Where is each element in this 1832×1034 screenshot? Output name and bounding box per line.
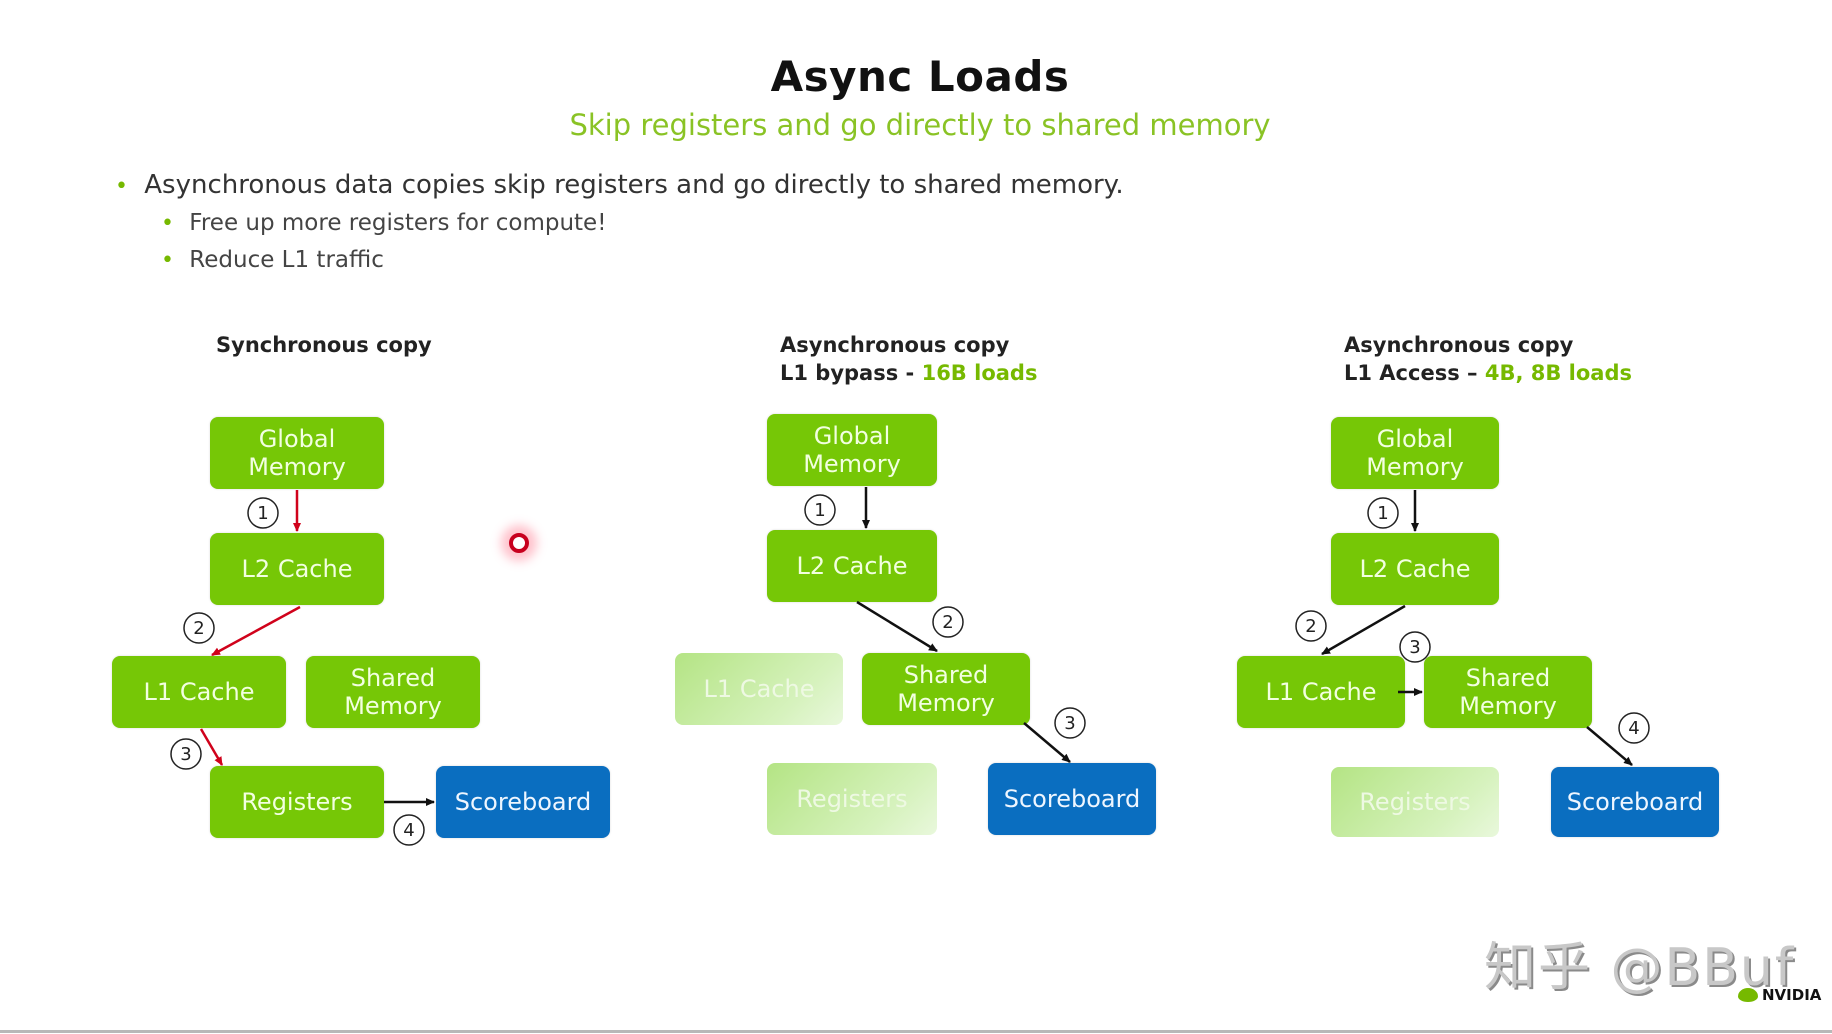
arrow-l2-to-l1: [211, 605, 301, 657]
arrow-l1-to-registers: [199, 728, 224, 766]
slide-title: Async Loads: [770, 52, 1070, 101]
box-label: Global Memory: [248, 425, 346, 481]
box-l2-cache: L2 Cache: [1331, 533, 1499, 605]
bullet-text: Asynchronous data copies skip registers …: [144, 170, 1124, 200]
panel-heading-async-access: Asynchronous copy L1 Access – 4B, 8B loa…: [1344, 331, 1632, 387]
bullet-text: Reduce L1 traffic: [189, 247, 384, 273]
box-l1-cache-bypassed: L1 Cache: [675, 653, 843, 725]
box-l1-cache: L1 Cache: [1237, 656, 1405, 728]
box-shared-memory: Shared Memory: [1424, 656, 1592, 728]
box-label: L1 Cache: [143, 678, 255, 706]
box-label: Shared Memory: [344, 664, 442, 720]
step-number: 3: [1064, 713, 1075, 734]
heading-prefix: L1 Access –: [1344, 361, 1485, 385]
step-number: 4: [403, 820, 414, 841]
nvidia-logo: NVIDIA: [1738, 986, 1821, 1004]
panel-heading-line2: L1 Access – 4B, 8B loads: [1344, 359, 1632, 387]
box-l2-cache: L2 Cache: [767, 530, 937, 602]
box-label: Registers: [796, 785, 908, 813]
bullet-item: • Asynchronous data copies skip register…: [115, 170, 1124, 200]
heading-highlight: 4B, 8B loads: [1484, 361, 1632, 385]
step-circle: 4: [1618, 712, 1650, 744]
step-number: 4: [1628, 718, 1639, 739]
bullet-dot-icon: •: [161, 248, 174, 273]
box-label: L1 Cache: [703, 675, 815, 703]
step-circle: 2: [183, 612, 215, 644]
box-label: Scoreboard: [1566, 788, 1704, 816]
box-label: L2 Cache: [1359, 555, 1471, 583]
arrow-l2-to-shared: [856, 600, 938, 653]
step-circle: 1: [804, 494, 836, 526]
step-number: 1: [257, 503, 268, 524]
step-number: 1: [814, 500, 825, 521]
arrow-shared-to-scoreboard: [1023, 722, 1071, 763]
box-label: L1 Cache: [1265, 678, 1377, 706]
box-registers-bypassed: Registers: [1331, 767, 1499, 837]
heading-highlight: 16B loads: [921, 361, 1038, 385]
bullet-dot-icon: •: [115, 174, 128, 199]
box-scoreboard: Scoreboard: [436, 766, 610, 838]
step-circle: 1: [1367, 497, 1399, 529]
panel-heading-async-bypass: Asynchronous copy L1 bypass - 16B loads: [780, 331, 1037, 387]
nvidia-logo-text: NVIDIA: [1762, 986, 1822, 1004]
box-label: Shared Memory: [1459, 664, 1557, 720]
step-number: 3: [180, 744, 191, 765]
box-label: Shared Memory: [897, 661, 995, 717]
box-shared-memory: Shared Memory: [862, 653, 1030, 725]
box-label: Global Memory: [803, 422, 901, 478]
step-number: 2: [193, 618, 204, 639]
step-number: 3: [1409, 637, 1420, 658]
sub-bullet-item: • Free up more registers for compute!: [161, 210, 606, 236]
step-number: 1: [1377, 503, 1388, 524]
laser-pointer-dot-icon: [509, 533, 529, 553]
box-l2-cache: L2 Cache: [210, 533, 384, 605]
step-circle: 1: [247, 497, 279, 529]
panel-heading-line1: Asynchronous copy: [1344, 333, 1574, 357]
panel-heading-line1: Synchronous copy: [216, 333, 432, 357]
arrow-shared-to-scoreboard: [1586, 726, 1633, 766]
box-registers-bypassed: Registers: [767, 763, 937, 835]
box-registers: Registers: [210, 766, 384, 838]
step-circle: 3: [170, 738, 202, 770]
box-scoreboard: Scoreboard: [988, 763, 1156, 835]
watermark-text: 知乎 @BBuf: [1484, 938, 1796, 998]
panel-heading-line1: Asynchronous copy: [780, 333, 1010, 357]
step-circle: 3: [1399, 631, 1431, 663]
box-label: Registers: [241, 788, 353, 816]
box-label: L2 Cache: [241, 555, 353, 583]
step-number: 2: [1305, 616, 1316, 637]
box-shared-memory: Shared Memory: [306, 656, 480, 728]
panel-heading-sync: Synchronous copy: [216, 331, 432, 359]
panel-heading-line2: L1 bypass - 16B loads: [780, 359, 1037, 387]
step-number: 2: [942, 612, 953, 633]
box-global-memory: Global Memory: [767, 414, 937, 486]
sub-bullet-item: • Reduce L1 traffic: [161, 247, 384, 273]
step-circle: 2: [932, 606, 964, 638]
box-label: Scoreboard: [454, 788, 592, 816]
bullet-dot-icon: •: [161, 211, 174, 236]
box-scoreboard: Scoreboard: [1551, 767, 1719, 837]
bullet-text: Free up more registers for compute!: [189, 210, 607, 236]
slide-subtitle: Skip registers and go directly to shared…: [569, 108, 1271, 142]
box-label: L2 Cache: [796, 552, 908, 580]
step-circle: 2: [1295, 610, 1327, 642]
box-label: Scoreboard: [1003, 785, 1141, 813]
step-circle: 3: [1054, 707, 1086, 739]
box-l1-cache: L1 Cache: [112, 656, 286, 728]
heading-prefix: L1 bypass -: [780, 361, 922, 385]
step-circle: 4: [393, 814, 425, 846]
box-global-memory: Global Memory: [1331, 417, 1499, 489]
box-label: Global Memory: [1366, 425, 1464, 481]
arrow-l2-to-l1: [1321, 604, 1406, 656]
box-global-memory: Global Memory: [210, 417, 384, 489]
nvidia-eye-icon: [1738, 988, 1758, 1002]
box-label: Registers: [1359, 788, 1471, 816]
bottom-divider: [0, 1030, 1832, 1033]
